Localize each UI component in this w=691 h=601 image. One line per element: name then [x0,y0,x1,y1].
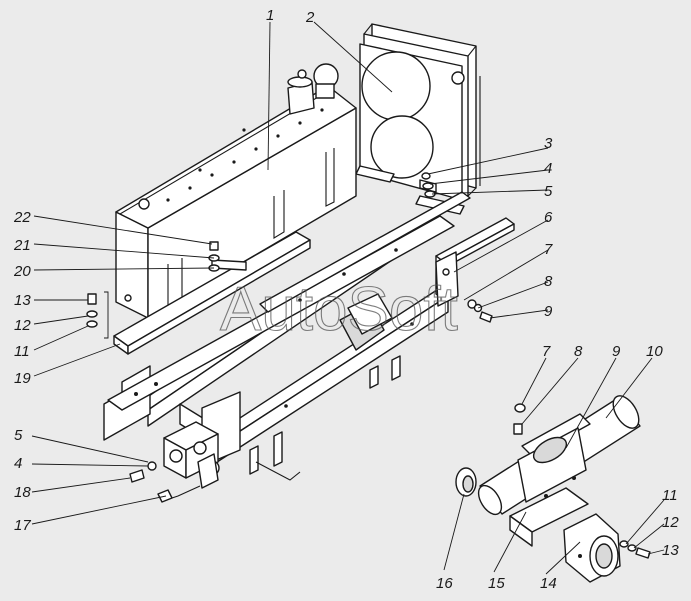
callout-10: 10 [646,343,663,360]
callout-17: 17 [14,517,31,534]
mounting-plate-part-19 [113,231,311,355]
callout-19: 19 [14,370,31,387]
callout-8-upper: 8 [544,273,553,290]
callout-7-lower: 7 [542,343,551,360]
callout-22: 22 [13,209,31,226]
callout-13-left: 13 [14,292,31,309]
fasteners-upper-right [467,299,493,323]
callout-11-right: 11 [662,487,678,504]
callout-12-left: 12 [14,317,31,334]
tank-part-1 [115,63,357,319]
callout-8-lower: 8 [574,343,583,360]
callout-16: 16 [436,575,453,592]
callout-14: 14 [540,575,557,592]
clamp-part-15 [509,413,591,547]
radiator-part-2 [355,23,481,215]
fasteners-left [86,293,98,328]
callout-12-right: 12 [662,514,679,531]
valve-block-part-17 [129,421,220,503]
callout-2: 2 [305,9,315,26]
fasteners-tank-bracket [208,241,220,272]
callout-9-upper: 9 [544,303,553,320]
watermark-text: AutoSoft [220,275,458,344]
callout-20: 20 [13,263,31,280]
flange-part-16 [455,467,477,497]
callout-21: 21 [13,237,31,254]
callout-15: 15 [488,575,505,592]
callout-labels: 1 2 3 4 5 6 7 8 9 22 21 20 13 12 11 19 5… [13,7,679,592]
callout-4-upper: 4 [544,160,552,177]
callout-9-lower: 9 [612,343,621,360]
frame-assembly [103,191,471,481]
bracket-part-6 [435,217,515,307]
group-bracket-11-13 [104,291,109,339]
callout-1: 1 [266,7,274,24]
callout-13-right: 13 [662,542,679,559]
callout-4-lower: 4 [14,455,22,472]
leader-lines [31,21,665,575]
fasteners-lower-right [513,403,651,559]
callout-7-upper: 7 [544,241,553,258]
callout-5-upper: 5 [544,183,553,200]
callout-11-left: 11 [14,343,30,360]
callout-18: 18 [14,484,31,501]
callout-6: 6 [544,209,553,226]
callout-5-lower: 5 [14,427,23,444]
housing-part-14 [563,513,621,583]
callout-3: 3 [544,135,553,152]
